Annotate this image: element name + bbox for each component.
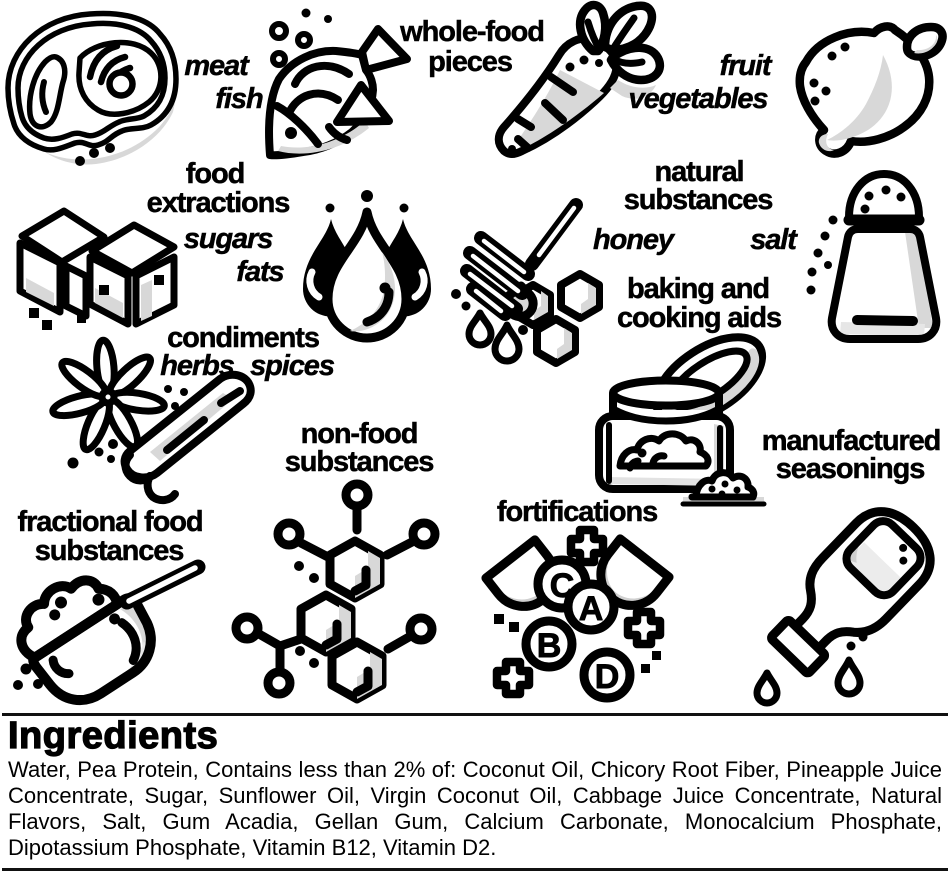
svg-text:D: D: [595, 658, 620, 696]
svg-text:B: B: [537, 627, 562, 665]
svg-text:C: C: [550, 567, 575, 605]
svg-text:A: A: [579, 590, 604, 628]
